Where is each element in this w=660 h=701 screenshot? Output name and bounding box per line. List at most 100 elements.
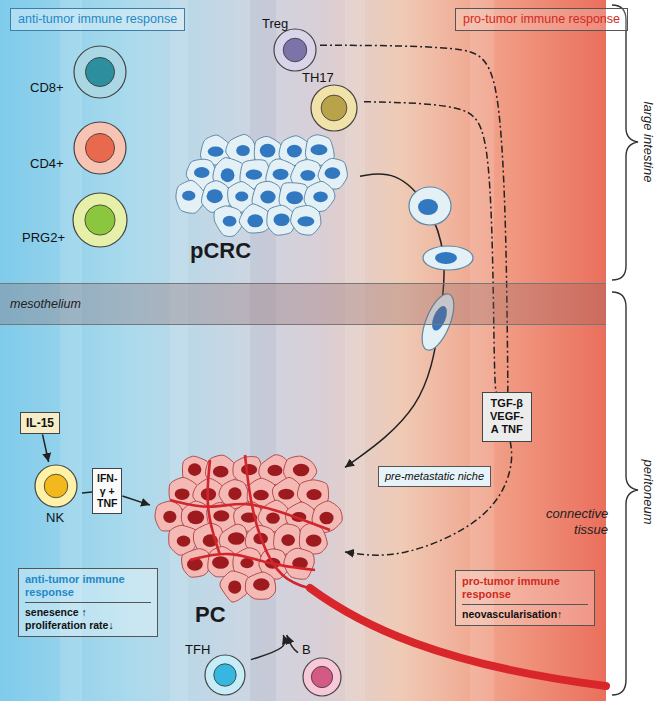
cell-nucleus	[311, 666, 332, 687]
tumor-nucleus	[293, 464, 309, 477]
cell-label: CD8+	[30, 80, 64, 95]
cell-membrane	[74, 122, 126, 174]
cell-nucleus	[214, 664, 236, 686]
tfh-cell: TFH	[185, 642, 251, 698]
tumor-nucleus	[310, 144, 327, 155]
box-text: pre-metastatic niche	[385, 470, 484, 483]
prg2-cell: PRG2+	[22, 190, 130, 252]
cell-membrane	[303, 658, 341, 696]
tumor-vessel	[170, 500, 330, 530]
tumor-nucleus	[207, 189, 223, 203]
cell-membrane	[205, 655, 245, 695]
box-text: IL-15	[26, 416, 54, 430]
tumor-nucleus	[287, 145, 302, 158]
effect-box: pro-tumor immune response neovascularisat…	[455, 570, 595, 626]
tumor-vessel	[190, 554, 315, 570]
cell-label: B	[302, 642, 311, 657]
tumor-nucleus	[236, 145, 250, 156]
tumor-nucleus	[228, 532, 245, 545]
tumor-nucleus	[228, 487, 241, 500]
cell-nucleus	[321, 95, 347, 121]
tumor-nucleus	[241, 464, 257, 475]
cell-membrane	[73, 193, 127, 247]
cd4-cell: CD4+	[30, 118, 130, 178]
tumor-nucleus	[260, 144, 276, 158]
tumor-label: PC	[195, 602, 226, 628]
box-text: anti-tumor immune response	[25, 573, 151, 603]
tumor-cluster	[150, 440, 345, 635]
region-bracket	[612, 292, 638, 695]
tumor-nucleus	[188, 463, 201, 476]
cell-nucleus	[44, 474, 68, 498]
tumor-nucleus	[163, 511, 176, 523]
tumor-nucleus	[319, 512, 333, 525]
th17-cell: TH17	[300, 70, 364, 132]
tumor-nucleus	[266, 512, 280, 523]
arrow-connector	[122, 496, 150, 505]
tumor-nucleus	[306, 534, 322, 546]
tumor-nucleus	[247, 214, 263, 227]
region-label: large intestine	[640, 102, 656, 183]
tumor-nucleus	[228, 580, 241, 593]
box-body: senesence ↑ proliferation rate↓	[25, 606, 151, 631]
tumor-nucleus	[213, 466, 229, 478]
signal-connector	[345, 442, 512, 556]
response-heading-box: anti-tumor immune response	[10, 8, 185, 31]
tumor-nucleus	[221, 168, 235, 182]
region-note: connective tissue	[546, 506, 608, 537]
effect-box: anti-tumor immune response senesence ↑ pr…	[18, 568, 158, 637]
arrow-connector	[287, 635, 298, 653]
tumor-nucleus	[213, 510, 229, 521]
tumor-nucleus	[182, 191, 195, 201]
tumor-vessel	[208, 460, 220, 555]
tumor-nucleus	[281, 534, 295, 546]
migrating-cell	[409, 187, 451, 225]
cell-membrane	[74, 46, 126, 98]
tissue-ground	[0, 0, 606, 701]
tumor-nucleus	[297, 216, 314, 226]
tumor-nucleus	[268, 465, 283, 476]
nk-cell: NK	[30, 462, 82, 528]
arrow-connector	[43, 434, 49, 462]
box-text: pro-tumor immune response	[463, 12, 620, 27]
tumor-nucleus	[235, 191, 248, 201]
band-label: mesothelium	[10, 297, 81, 311]
region-label: peritoneum	[640, 459, 656, 524]
tumor-nucleus	[253, 578, 270, 590]
niche-box: pre-metastatic niche	[378, 466, 491, 487]
tumor-nucleus	[273, 169, 289, 180]
tumor-nucleus	[260, 191, 275, 204]
tumor-nucleus	[325, 167, 341, 179]
tumor-nucleus	[194, 167, 209, 178]
cell-membrane	[274, 29, 316, 71]
cd8-cell: CD8+	[30, 42, 130, 102]
tumor-cell	[245, 572, 275, 599]
tumor-cell	[284, 548, 315, 579]
treg-cell: Treg	[262, 16, 320, 74]
box-text: IFN-γ + TNF	[97, 472, 117, 510]
box-body: neovascularisation↑	[462, 608, 588, 621]
cytokine-box: IFN-γ + TNF	[92, 468, 122, 514]
tumor-cell	[182, 549, 210, 577]
arrow-connector	[251, 635, 285, 660]
tumor-nucleus	[223, 216, 237, 227]
tumor-nucleus	[177, 536, 191, 547]
cell-label: NK	[46, 510, 64, 525]
cell-label: Treg	[262, 16, 288, 31]
signal-connector	[364, 102, 496, 392]
cell-nucleus	[85, 205, 115, 235]
tumor-nucleus	[313, 191, 328, 202]
cell-nucleus	[283, 38, 307, 62]
tumor-cell	[291, 205, 321, 235]
peritoneal-metastasis: PC	[150, 440, 345, 635]
tumor-nucleus	[208, 147, 224, 157]
tumor-nucleus	[188, 510, 205, 524]
tumor-nucleus	[286, 191, 303, 204]
mesothelium-band: mesothelium	[0, 283, 606, 325]
tumor-nucleus	[246, 169, 263, 179]
box-text: anti-tumor immune response	[18, 12, 177, 27]
tumor-nucleus	[278, 489, 294, 500]
cell-label: TH17	[302, 70, 334, 85]
box-text: pro-tumor immune response	[462, 575, 588, 605]
